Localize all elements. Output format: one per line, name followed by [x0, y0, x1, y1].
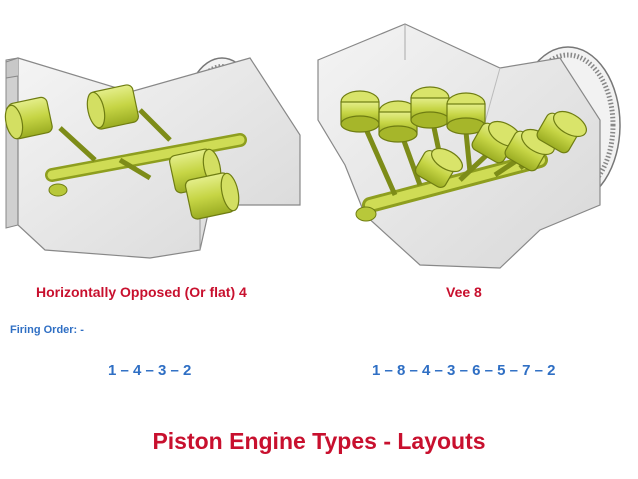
flat4-pistons	[4, 84, 240, 220]
page-title: Piston Engine Types - Layouts	[152, 428, 486, 454]
flat4-crankshaft	[45, 133, 247, 197]
flat4-firing-order: 1 – 4 – 3 – 2	[108, 362, 192, 379]
vee8-engine-label: Vee 8	[446, 284, 482, 300]
vee8-firing-order: 1 – 8 – 4 – 3 – 6 – 5 – 7 – 2	[372, 362, 556, 379]
flat4-engine-drawing	[4, 57, 301, 259]
vee8-crankshaft	[355, 152, 548, 222]
vee8-engine-drawing	[317, 23, 621, 269]
firing-order-label: Firing Order: -	[10, 324, 84, 336]
flat4-engine-label: Horizontally Opposed (Or flat) 4	[36, 284, 247, 300]
vee8-pistons	[340, 86, 587, 189]
